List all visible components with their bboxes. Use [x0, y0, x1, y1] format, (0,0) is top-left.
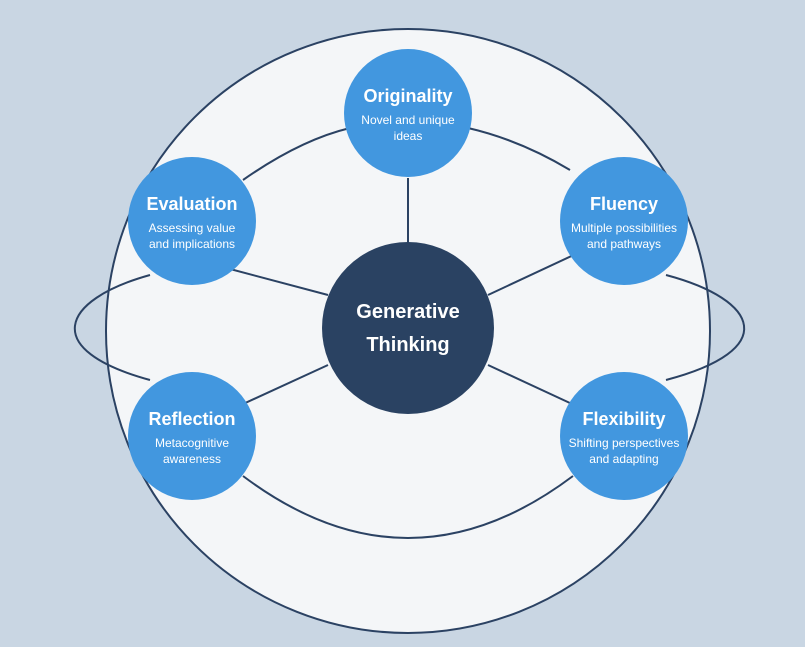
node-desc-line1-originality: Novel and unique [361, 113, 455, 127]
node-fluency: Fluency Multiple possibilities and pathw… [560, 157, 688, 285]
ring-arc-top-right [467, 127, 571, 171]
node-reflection: Reflection Metacognitive awareness [128, 372, 256, 500]
node-flexibility: Flexibility Shifting perspectives and ad… [560, 372, 688, 500]
node-desc-line1-fluency: Multiple possibilities [571, 221, 677, 235]
node-title-evaluation: Evaluation [146, 194, 237, 214]
spoke-flexibility [487, 364, 586, 411]
node-desc-line1-flexibility: Shifting perspectives [569, 436, 680, 450]
left-loop [73, 274, 151, 381]
node-desc-line1-reflection: Metacognitive [155, 436, 229, 450]
node-evaluation: Evaluation Assessing value and implicati… [128, 157, 256, 285]
node-originality: Originality Novel and unique ideas [344, 49, 472, 177]
node-desc-line2-evaluation: and implications [149, 237, 235, 251]
node-desc-line2-originality: ideas [394, 129, 423, 143]
node-title-fluency: Fluency [590, 194, 658, 214]
ring-arc-top-left [242, 127, 351, 181]
node-desc-line2-flexibility: and adapting [589, 452, 658, 466]
node-desc-line2-fluency: and pathways [587, 237, 661, 251]
spoke-evaluation [214, 264, 329, 296]
center-title-line1: Generative [356, 301, 459, 323]
center-title-line2: Thinking [366, 334, 449, 356]
node-title-flexibility: Flexibility [582, 409, 665, 429]
node-title-reflection: Reflection [148, 409, 235, 429]
node-title-originality: Originality [363, 86, 452, 106]
center-node: Generative Thinking [322, 242, 494, 414]
node-desc-line1-evaluation: Assessing value [149, 221, 236, 235]
ring-arc-bottom [242, 475, 574, 539]
right-loop [665, 274, 746, 381]
node-desc-line2-reflection: awareness [163, 452, 221, 466]
